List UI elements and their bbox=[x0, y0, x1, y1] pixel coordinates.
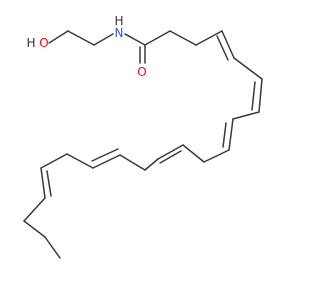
bond-chain-c bbox=[195, 30, 223, 46]
bond-o-c1 bbox=[48, 30, 69, 44]
double-bond-1-b bbox=[216, 35, 229, 61]
double-bond-6-a bbox=[40, 167, 46, 199]
double-bond-1-a bbox=[221, 30, 235, 59]
double-bond-4-a bbox=[157, 144, 184, 160]
bond-chain-h bbox=[144, 158, 159, 171]
bond-chain-j bbox=[66, 153, 94, 169]
double-bond-2-a bbox=[258, 78, 263, 113]
carbonyl-oxygen-label: O bbox=[137, 65, 146, 79]
double-bond-3-b bbox=[222, 122, 227, 148]
double-bond-6-b bbox=[46, 170, 52, 197]
bond-chain-f bbox=[203, 149, 230, 163]
molecule-structure-diagram: H O N H O bbox=[23, 14, 263, 259]
hydroxyl-hydrogen-label: H bbox=[26, 36, 35, 50]
amide-nitrogen-label: N bbox=[115, 26, 124, 40]
bond-chain-e bbox=[232, 111, 260, 120]
bond-chain-g bbox=[182, 144, 205, 163]
bond-skeleton bbox=[23, 30, 263, 259]
double-bond-5-a bbox=[92, 154, 121, 169]
bond-c2-n bbox=[93, 33, 114, 46]
bond-chain-i bbox=[119, 154, 146, 171]
hydroxyl-oxygen-label: O bbox=[39, 36, 48, 50]
bond-chain-a bbox=[144, 30, 171, 46]
bond-chain-l bbox=[23, 197, 46, 222]
bond-chain-b bbox=[169, 30, 197, 46]
double-bond-2-b bbox=[251, 81, 256, 111]
amide-hydrogen-label: H bbox=[114, 14, 123, 28]
bond-chain-d bbox=[233, 57, 263, 80]
bond-n-carbonyl-c bbox=[124, 33, 146, 46]
bond-chain-k bbox=[40, 153, 68, 169]
bond-chain-n bbox=[44, 236, 61, 259]
atom-labels: H O N H O bbox=[26, 14, 146, 79]
bond-c1-c2 bbox=[67, 30, 95, 46]
double-bond-4-b bbox=[159, 150, 182, 164]
double-bond-3-a bbox=[228, 118, 234, 151]
double-bond-5-b bbox=[91, 148, 119, 162]
bond-chain-m bbox=[23, 220, 46, 238]
